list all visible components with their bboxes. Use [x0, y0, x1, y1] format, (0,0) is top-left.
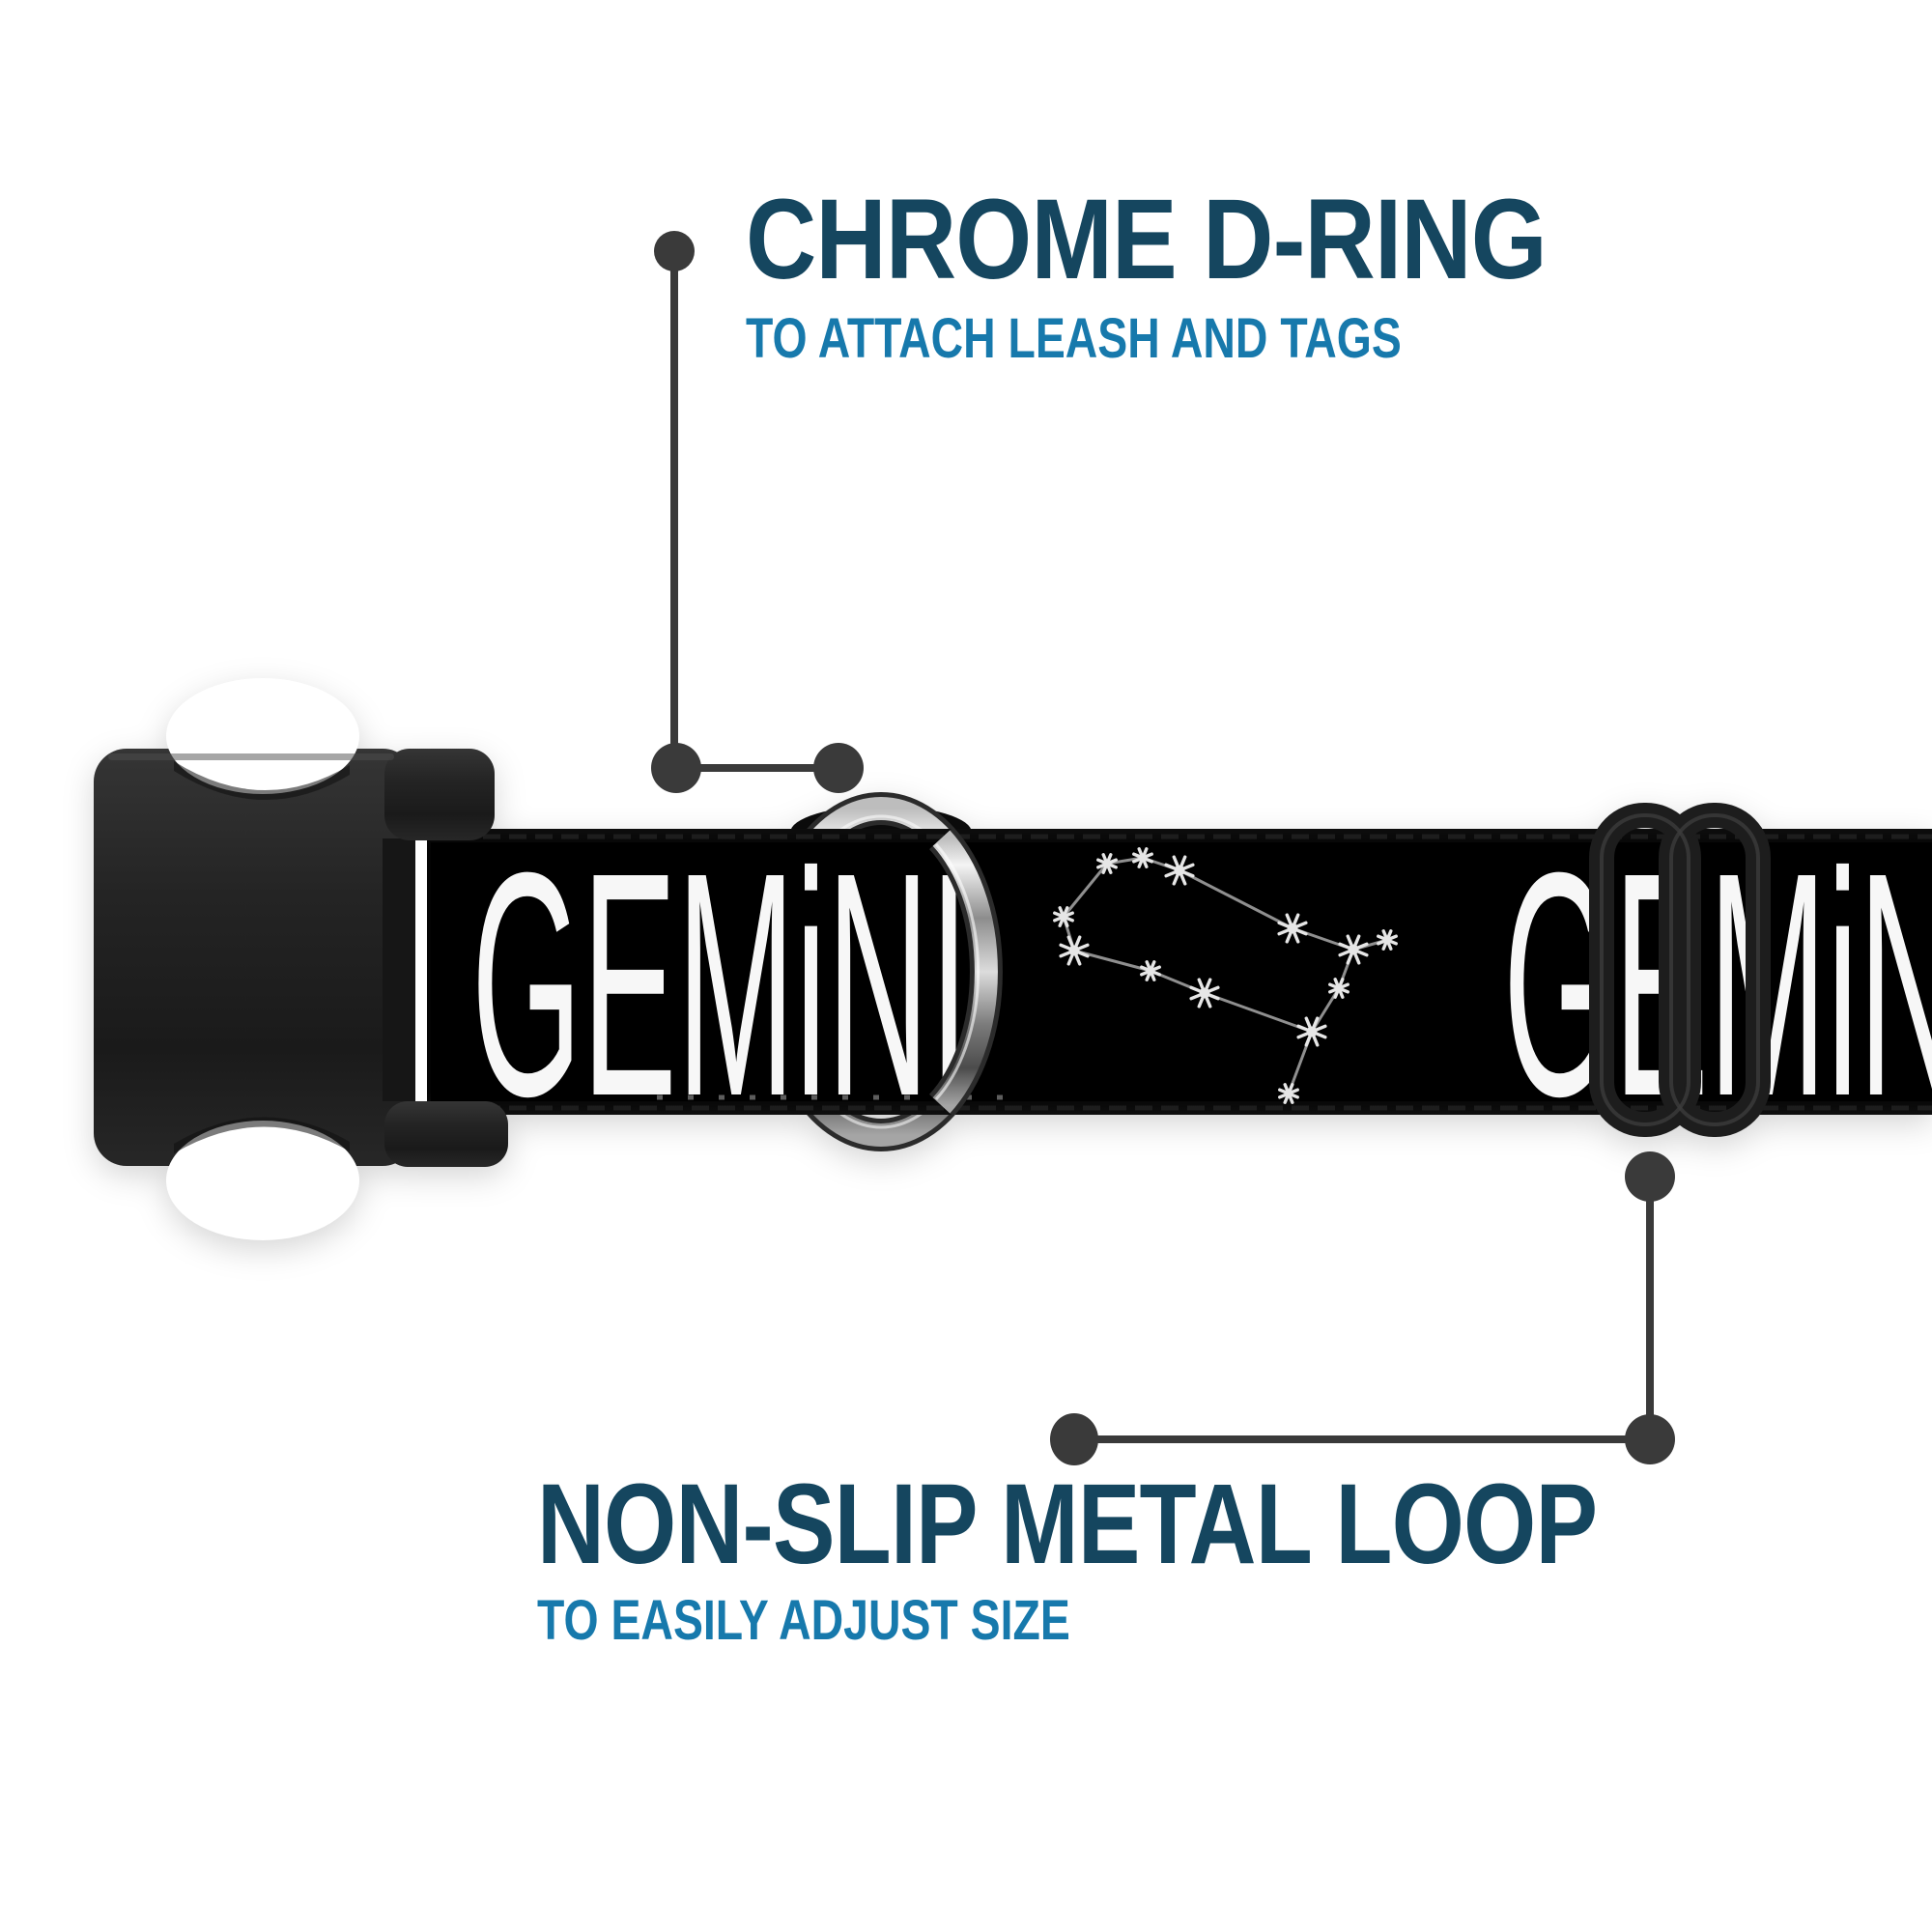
collar-strap: GEMiNI GEMiNI — [419, 806, 1932, 1162]
constellation-star — [1140, 960, 1161, 981]
callout-bottom-subtitle: TO EASILY ADJUST SIZE — [537, 1589, 1070, 1652]
connector-line — [1074, 1435, 1650, 1443]
constellation-line — [1073, 949, 1151, 973]
constellation-star — [1296, 1016, 1327, 1047]
constellation-star — [1338, 934, 1369, 965]
constellation-line — [1062, 863, 1109, 918]
connector-line — [670, 251, 678, 768]
strap-print-text: GEMiNI — [1503, 806, 1932, 1162]
constellation-star — [1189, 978, 1220, 1009]
callout-top-title: CHROME D-RING — [746, 176, 1548, 303]
buckle-strap-gap — [412, 829, 427, 1115]
constellation-star — [1377, 929, 1398, 951]
constellation-line — [1179, 868, 1293, 930]
constellation-star — [1132, 847, 1153, 868]
buckle-bottom-jaw — [384, 1101, 508, 1167]
buckle-top-jaw — [384, 749, 495, 840]
side-release-buckle — [94, 678, 508, 1240]
d-ring-front — [928, 827, 1003, 1117]
constellation-star — [1059, 935, 1090, 966]
strap-print-text: GEMiNI — [471, 806, 969, 1162]
constellation-star — [1328, 978, 1350, 999]
triglide-adjuster — [1589, 803, 1771, 1137]
callout-top-subtitle: TO ATTACH LEASH AND TAGS — [746, 307, 1402, 370]
callout-bottom-title: NON-SLIP METAL LOOP — [537, 1461, 1598, 1588]
constellation-star — [1164, 855, 1195, 886]
constellation-star — [1278, 1083, 1299, 1104]
constellation-line — [1204, 991, 1313, 1034]
constellation-star — [1277, 913, 1308, 944]
connector-dot — [1050, 1413, 1098, 1465]
connector-dot — [813, 743, 864, 793]
connector-line — [1646, 1177, 1654, 1439]
constellation-star — [1053, 906, 1074, 927]
connector-line — [676, 764, 838, 772]
constellation-star — [1096, 853, 1118, 874]
gemini-constellation — [1053, 847, 1398, 1104]
